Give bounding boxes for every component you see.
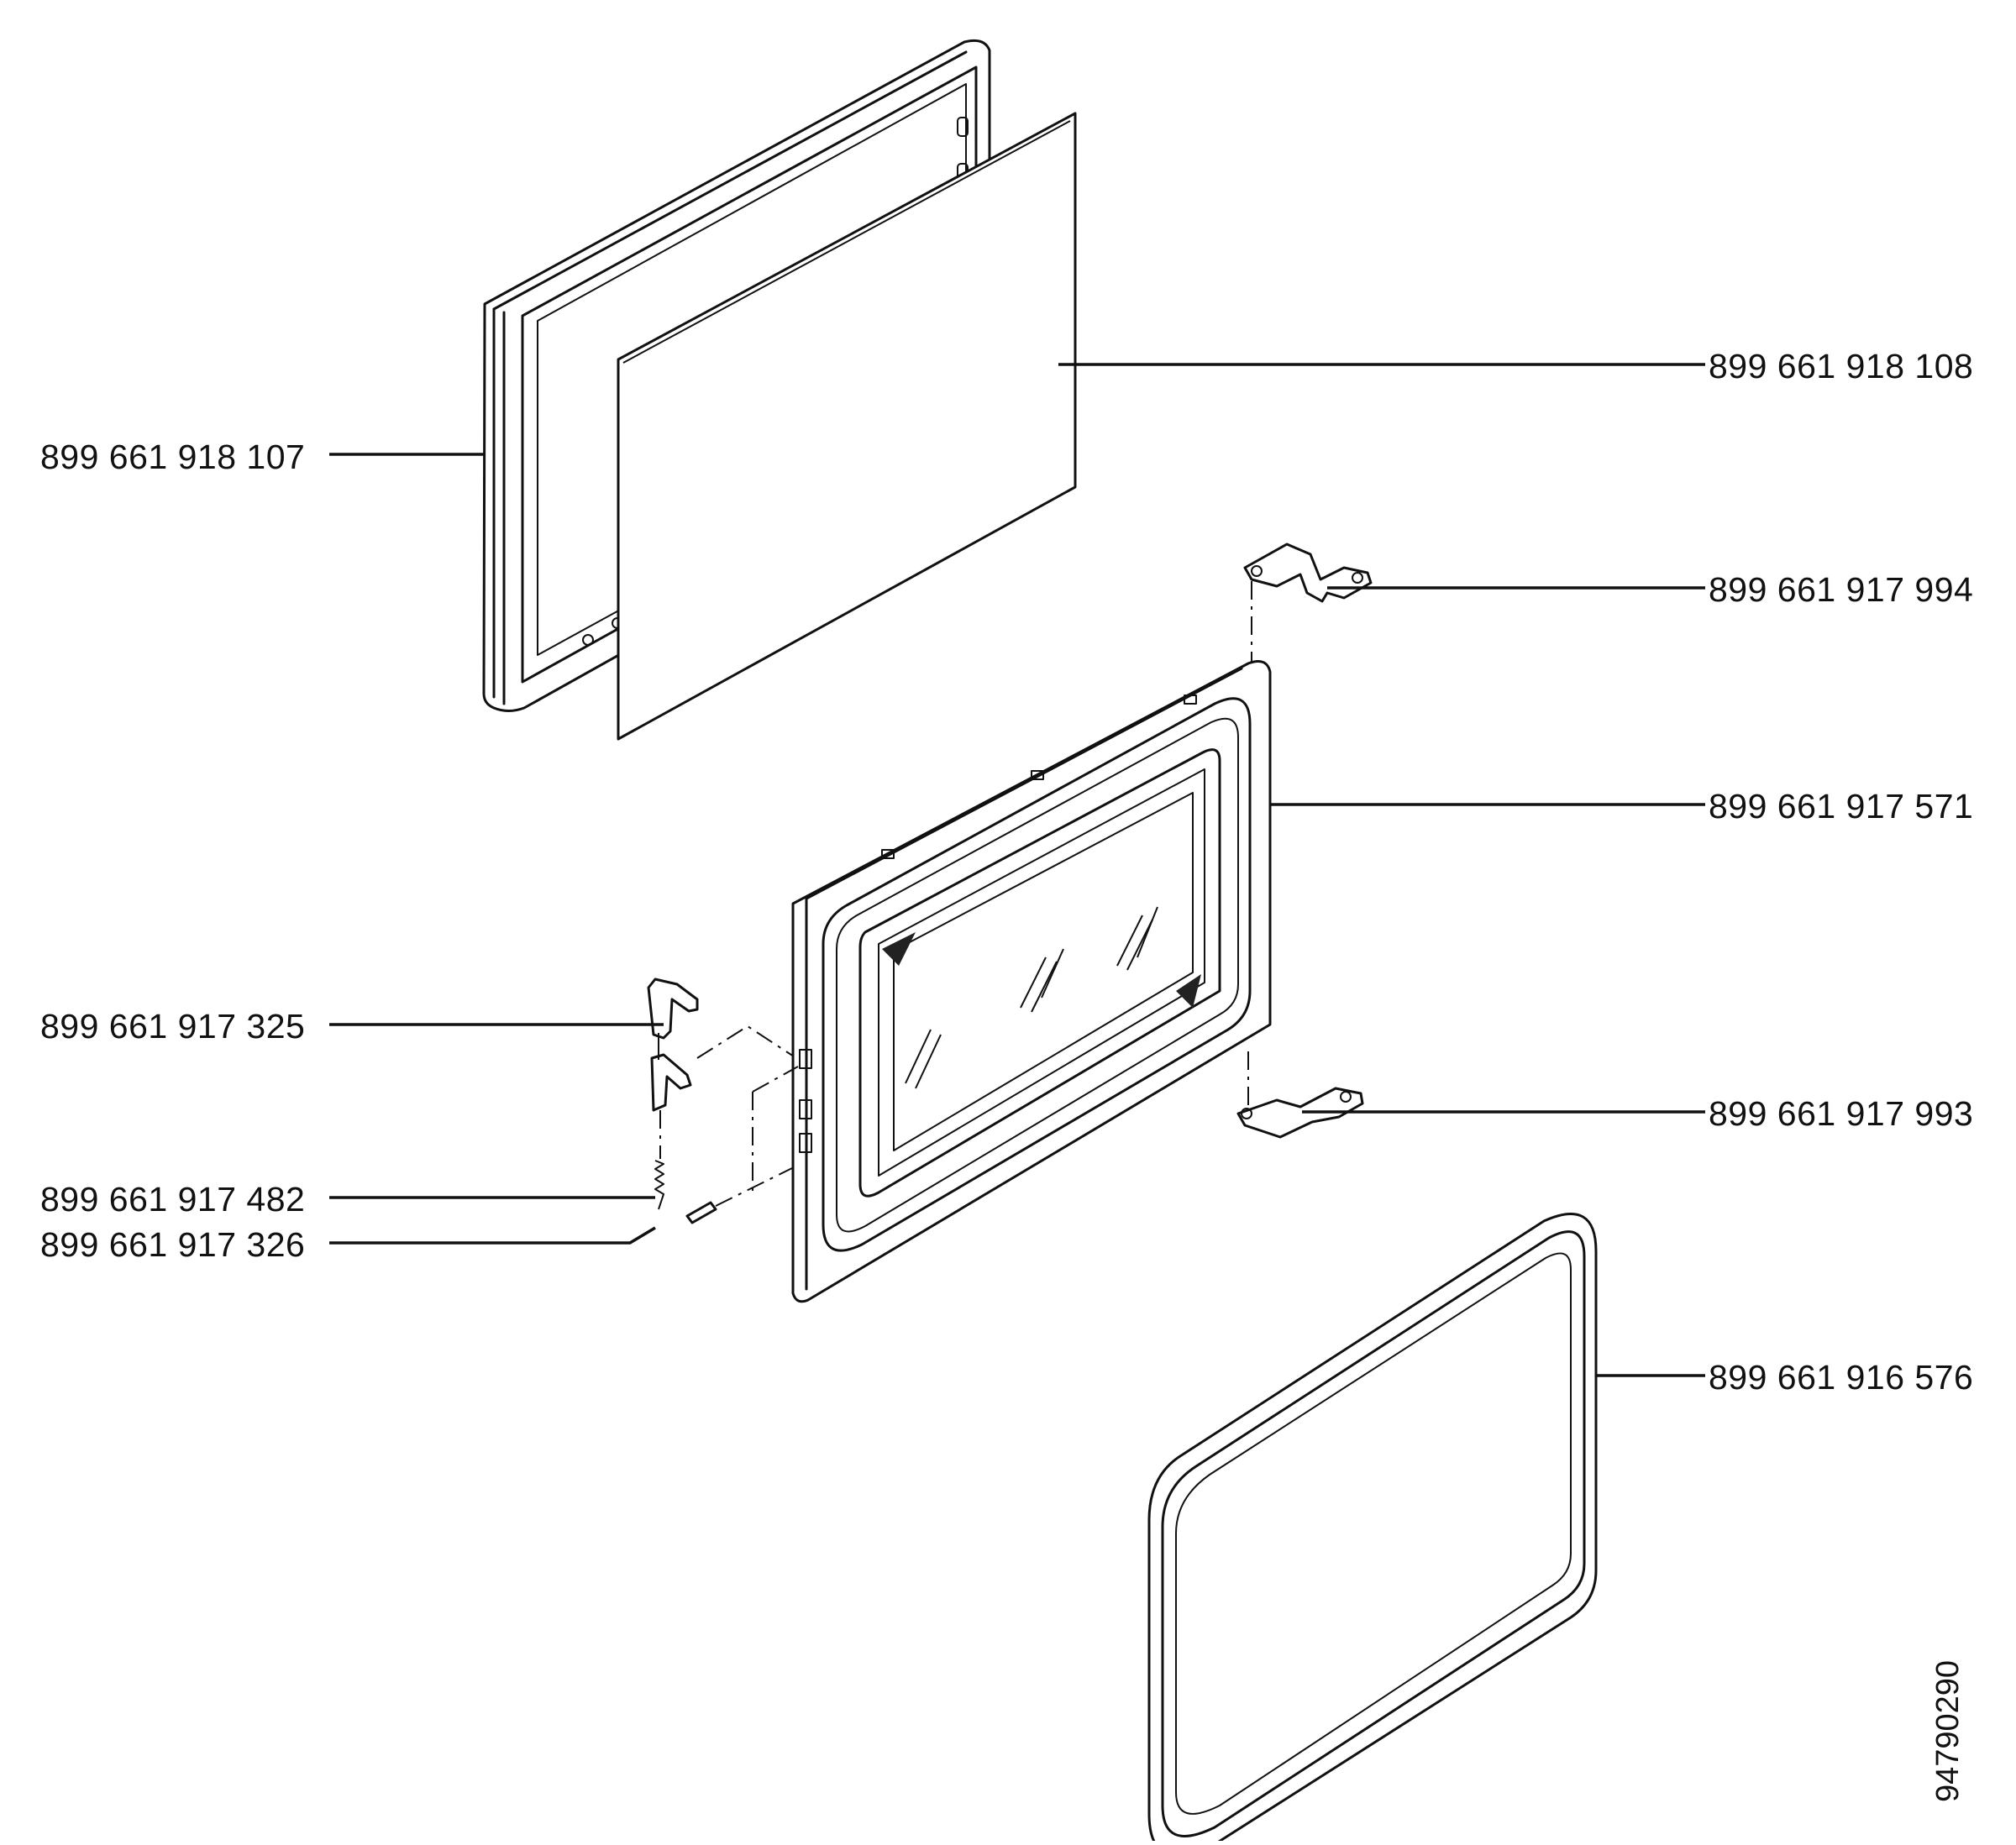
door-panel-drawing (791, 660, 1272, 1303)
door-seal-drawing (1147, 1213, 1598, 1845)
lower-hinge-drawing (1236, 1087, 1364, 1139)
callout-inner-glass: 899 661 918 108 (1709, 347, 1974, 385)
leader-lines (329, 363, 1705, 1377)
callout-door-panel: 899 661 917 571 (1709, 787, 1974, 826)
callout-lower-hinge: 899 661 917 993 (1709, 1094, 1974, 1133)
inner-glass-drawing (617, 112, 1077, 741)
document-number: 94790290 (1930, 1659, 1966, 1802)
upper-hinge-drawing (1243, 542, 1373, 663)
callout-outer-frame: 899 661 918 107 (40, 438, 306, 476)
callout-latch-hook: 899 661 917 325 (40, 1007, 306, 1046)
latch-assembly-drawing (647, 978, 799, 1224)
callout-latch-pin: 899 661 917 326 (40, 1225, 306, 1264)
callout-upper-hinge: 899 661 917 994 (1709, 570, 1974, 609)
callout-latch-spring: 899 661 917 482 (40, 1180, 306, 1219)
callout-door-seal: 899 661 916 576 (1709, 1358, 1974, 1397)
